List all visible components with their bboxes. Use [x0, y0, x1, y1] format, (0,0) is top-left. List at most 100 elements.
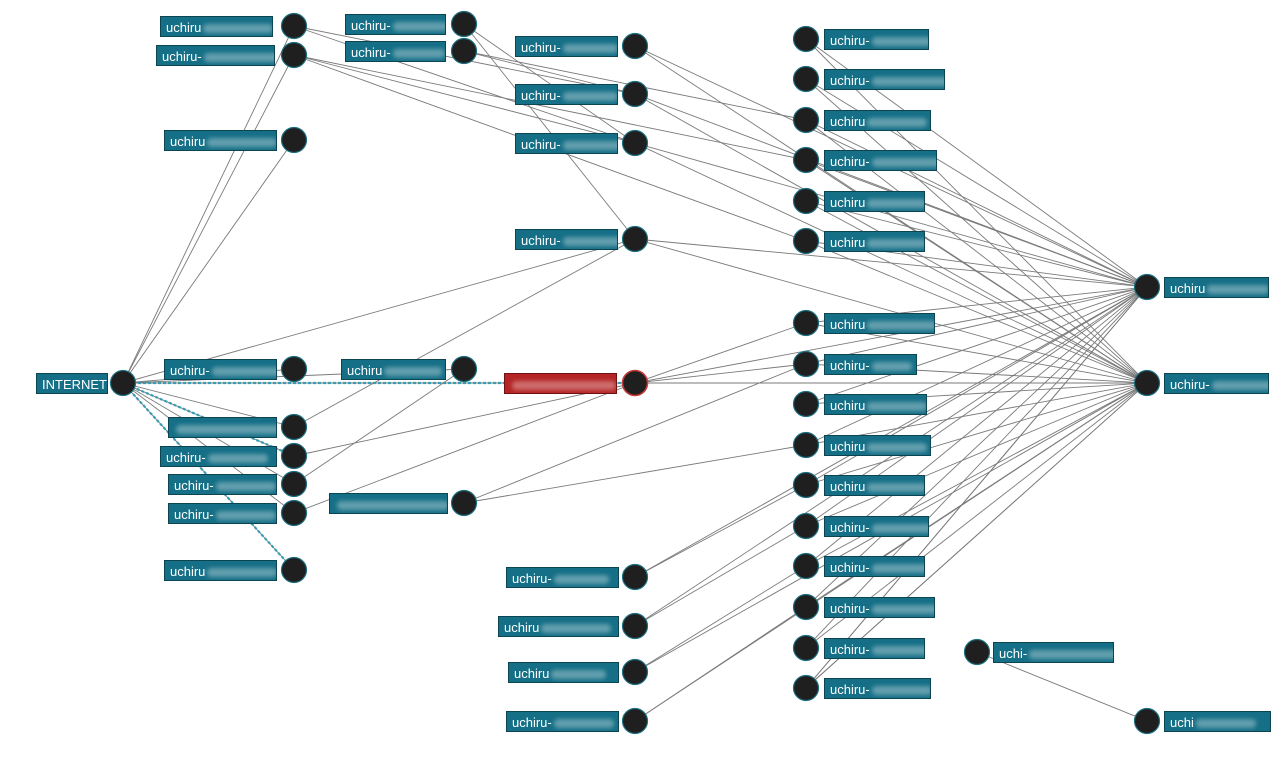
edge-d17-e1 [805, 286, 1148, 689]
node-d15-circle[interactable] [792, 634, 820, 662]
node-a7-label[interactable]: uchiru- [168, 474, 277, 495]
node-c6-label[interactable]: uchiru- [506, 567, 619, 588]
node-c9-circle[interactable] [621, 707, 649, 735]
node-c3-circle[interactable] [621, 129, 649, 157]
node-a6-label[interactable]: uchiru- [160, 446, 277, 467]
node-d5-label[interactable]: uchiru [824, 191, 925, 212]
node-b1-circle[interactable] [450, 10, 478, 38]
node-label-text: uchiru- [170, 363, 210, 378]
node-f1-label[interactable]: uchi- [993, 642, 1114, 663]
node-d12-circle[interactable] [792, 512, 820, 540]
node-d16-circle[interactable] [792, 674, 820, 702]
node-d4-label[interactable]: uchiru- [824, 150, 937, 171]
node-c9-label[interactable]: uchiru- [506, 711, 619, 732]
node-c4-circle[interactable] [621, 225, 649, 253]
node-d11-label[interactable]: uchiru [824, 475, 925, 496]
node-b3-circle[interactable] [450, 355, 478, 383]
redacted-text [392, 49, 445, 59]
node-c2-label[interactable]: uchiru- [515, 84, 618, 105]
node-d1-label[interactable]: uchiru- [824, 29, 929, 50]
node-a6-circle[interactable] [280, 442, 308, 470]
node-b4-label[interactable] [329, 493, 448, 514]
node-c2-circle[interactable] [621, 80, 649, 108]
node-e2-circle[interactable] [1133, 369, 1161, 397]
node-a4-label[interactable]: uchiru- [164, 359, 277, 380]
node-a3-label[interactable]: uchiru [164, 130, 277, 151]
node-d10-label[interactable]: uchiru [824, 435, 931, 456]
node-d13-label[interactable]: uchiru- [824, 556, 925, 577]
node-e1-circle[interactable] [1133, 273, 1161, 301]
node-c1-label[interactable]: uchiru- [515, 36, 618, 57]
node-c1-circle[interactable] [621, 32, 649, 60]
node-d4-circle[interactable] [792, 146, 820, 174]
node-c8-label[interactable]: uchiru [508, 662, 619, 683]
node-c5-circle[interactable] [621, 369, 649, 397]
node-b3-label[interactable]: uchiru [341, 359, 446, 380]
node-d5-circle[interactable] [792, 187, 820, 215]
redacted-text [867, 443, 928, 453]
node-d15-label[interactable]: uchiru- [824, 638, 925, 659]
node-d1-circle[interactable] [792, 25, 820, 53]
node-c4-label[interactable]: uchiru- [515, 229, 618, 250]
node-d7-label[interactable]: uchiru [824, 313, 935, 334]
node-d16-label[interactable]: uchiru- [824, 678, 931, 699]
node-d13-circle[interactable] [792, 552, 820, 580]
redacted-text [176, 425, 276, 435]
node-a7-circle[interactable] [280, 470, 308, 498]
node-a9-label[interactable]: uchiru [164, 560, 277, 581]
node-label-text: uchiru- [512, 715, 552, 730]
node-d6-circle[interactable] [792, 227, 820, 255]
node-b2-circle[interactable] [450, 37, 478, 65]
node-d2-circle[interactable] [792, 65, 820, 93]
node-a3-circle[interactable] [280, 126, 308, 154]
node-c3-label[interactable]: uchiru- [515, 133, 618, 154]
node-f2-label[interactable]: uchi [1164, 711, 1271, 732]
node-a5-circle[interactable] [280, 413, 308, 441]
node-d3-label[interactable]: uchiru [824, 110, 931, 131]
node-d6-label[interactable]: uchiru [824, 231, 925, 252]
node-label-text: uchiru- [830, 33, 870, 48]
node-b4-circle[interactable] [450, 489, 478, 517]
node-d9-circle[interactable] [792, 390, 820, 418]
node-c7-circle[interactable] [621, 612, 649, 640]
node-f2-circle[interactable] [1133, 707, 1161, 735]
node-d2-label[interactable]: uchiru- [824, 69, 945, 90]
node-a8-label[interactable]: uchiru- [168, 503, 277, 524]
node-e1-label[interactable]: uchiru [1164, 277, 1269, 298]
node-internet-label[interactable]: INTERNET [36, 373, 108, 394]
node-d7-circle[interactable] [792, 309, 820, 337]
node-d3-circle[interactable] [792, 106, 820, 134]
node-d12-label[interactable]: uchiru- [824, 516, 929, 537]
edge-d4-e1 [805, 159, 1148, 288]
node-a2-label[interactable]: uchiru- [156, 45, 275, 66]
node-a8-circle[interactable] [280, 499, 308, 527]
node-label-text: uchiru- [1170, 377, 1210, 392]
node-a5-label[interactable] [168, 417, 277, 438]
node-d14-label[interactable]: uchiru- [824, 597, 935, 618]
redacted-text [1211, 381, 1268, 391]
node-d10-circle[interactable] [792, 431, 820, 459]
node-c6-circle[interactable] [621, 563, 649, 591]
node-d9-label[interactable]: uchiru [824, 394, 927, 415]
node-d8-circle[interactable] [792, 350, 820, 378]
node-c5-label[interactable] [504, 373, 617, 394]
node-label-text: uchi [1170, 715, 1194, 730]
node-b1-label[interactable]: uchiru- [345, 14, 446, 35]
node-a9-circle[interactable] [280, 556, 308, 584]
edge-d8-e1 [805, 286, 1148, 365]
node-e2-label[interactable]: uchiru- [1164, 373, 1269, 394]
node-d8-label[interactable]: uchiru- [824, 354, 917, 375]
node-c8-circle[interactable] [621, 658, 649, 686]
node-b2-label[interactable]: uchiru- [345, 41, 446, 62]
edge-c8-d13 [634, 565, 807, 673]
node-label-text: uchiru- [166, 450, 206, 465]
node-internet-circle[interactable] [109, 369, 137, 397]
node-a2-circle[interactable] [280, 41, 308, 69]
node-d14-circle[interactable] [792, 593, 820, 621]
node-a1-circle[interactable] [280, 12, 308, 40]
node-f1-circle[interactable] [963, 638, 991, 666]
node-d11-circle[interactable] [792, 471, 820, 499]
node-c7-label[interactable]: uchiru [498, 616, 619, 637]
node-a4-circle[interactable] [280, 355, 308, 383]
node-a1-label[interactable]: uchiru [160, 16, 273, 37]
